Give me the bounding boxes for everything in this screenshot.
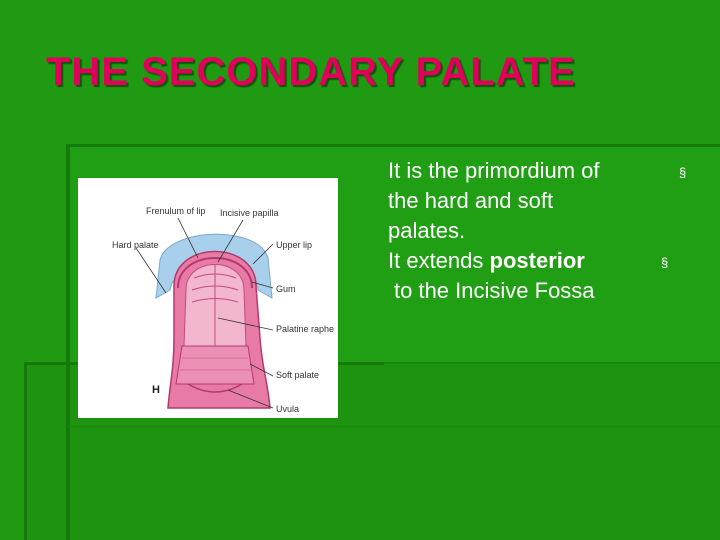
slide-title: THE SECONDARY PALATE: [46, 50, 576, 94]
leader-lines: [135, 217, 274, 409]
divider-line-lower: [68, 426, 720, 427]
label-frenulum: Frenulum of lip: [146, 206, 206, 216]
bullet-2-bold-word: posterior: [489, 248, 585, 273]
bullet-2-text: It extends: [388, 248, 490, 273]
bullet-2-line-2: to the Incisive Fossa: [394, 278, 595, 303]
soft-palate-shape: [175, 345, 255, 385]
divider-line-vertical: [66, 144, 70, 540]
palate-diagram: Frenulum of lip Incisive papilla Hard pa…: [78, 178, 338, 418]
bullet-list: § It is the primordium of the hard and s…: [388, 156, 703, 306]
label-upper-lip: Upper lip: [276, 240, 313, 250]
bullet-2-line-1: It extends posterior: [388, 246, 703, 276]
uvula-shape: [187, 383, 243, 393]
palate-illustration: [135, 217, 274, 409]
bullet-marker-icon: §: [679, 165, 687, 180]
gum-ridge: [177, 257, 253, 289]
label-soft-palate: Soft palate: [276, 370, 320, 380]
panel-letter: H: [152, 384, 160, 396]
bullet-item-2: § It extends posterior to the Incisive F…: [388, 246, 703, 306]
bullet-1-line-1: It is the primordium of: [388, 158, 600, 183]
label-palatine-raphe: Palatine raphe: [276, 324, 335, 334]
divider-line-vertical-left: [24, 362, 27, 540]
label-gum: Gum: [276, 284, 296, 294]
label-hard-palate: Hard palate: [112, 240, 159, 250]
bullet-1-line-2: the hard and soft: [388, 188, 554, 213]
label-uvula: Uvula: [276, 404, 300, 414]
divider-line-top: [68, 144, 720, 147]
label-incisive-papilla: Incisive papilla: [220, 208, 279, 218]
bullet-marker-icon: §: [661, 255, 669, 270]
bullet-1-line-3: palates.: [388, 218, 466, 243]
bullet-item-1: § It is the primordium of the hard and s…: [388, 156, 703, 246]
divider-line-middle-right: [384, 362, 720, 364]
